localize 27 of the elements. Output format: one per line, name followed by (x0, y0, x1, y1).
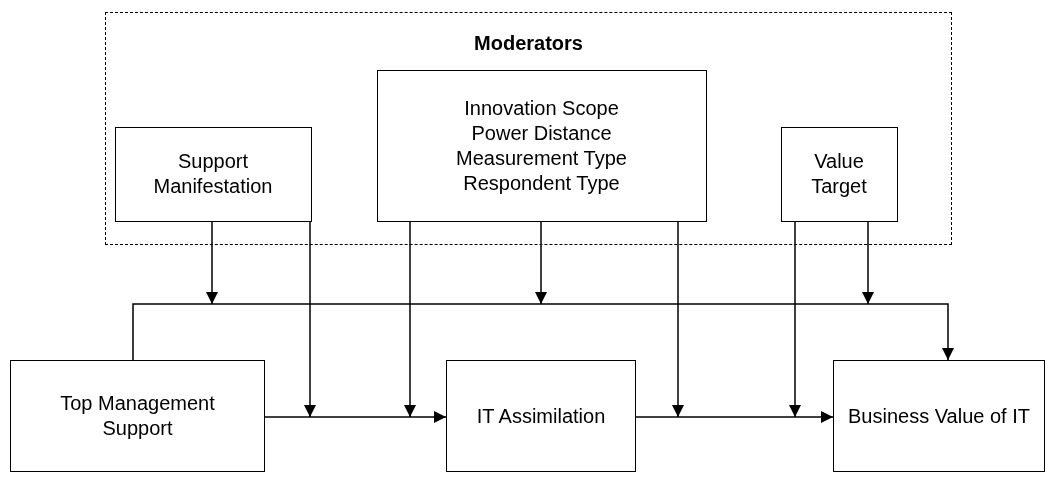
arrow (862, 221, 874, 305)
arrow (206, 221, 218, 305)
box-label: Value Target (810, 149, 868, 199)
box-label: IT Assimilation (476, 403, 606, 429)
box-label: Top Management Support (59, 391, 216, 441)
arrow (132, 303, 954, 361)
arrow (789, 221, 801, 418)
dashed-group-box (105, 12, 952, 245)
process-box (780, 126, 898, 222)
process-box (376, 69, 707, 222)
process-box (833, 360, 1045, 472)
box-label: Business Value of IT (848, 403, 1030, 429)
arrow (264, 411, 447, 423)
box-label: Support Manifestation (152, 149, 274, 199)
box-label: Measurement Type (456, 145, 627, 171)
group-title: Moderators (474, 31, 583, 56)
process-box (114, 126, 312, 222)
box-label: Respondent Type (463, 170, 620, 196)
arrow (304, 221, 316, 418)
process-box (446, 360, 636, 472)
arrow (635, 411, 834, 423)
arrow (535, 221, 547, 305)
arrow (404, 221, 416, 418)
arrow (672, 221, 684, 418)
box-label: Power Distance (471, 120, 612, 146)
process-box (10, 360, 265, 472)
box-label: Innovation Scope (464, 95, 619, 121)
